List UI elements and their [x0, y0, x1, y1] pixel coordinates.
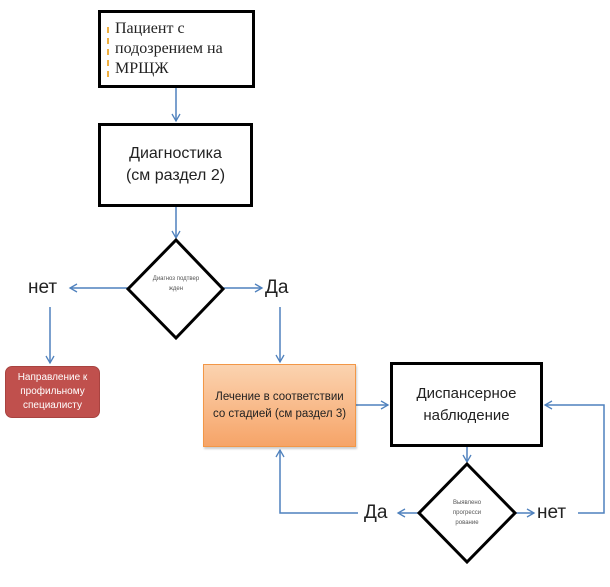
arrow-yes2-to-treatment: [275, 448, 358, 514]
arrow-no2-to-followup: [543, 400, 605, 514]
label-yes-1: Да: [265, 277, 289, 298]
node-referral: Направление к профильному специалисту: [5, 366, 100, 418]
decision-diamond-progression: [416, 461, 518, 565]
label-no-1: нет: [28, 277, 58, 298]
margin-mark: [107, 27, 111, 77]
node-diagnostics: Диагностика (см раздел 2): [98, 123, 253, 207]
node-treatment: Лечение в соответствии со стадией (см ра…: [203, 364, 356, 447]
label-yes-2: Да: [364, 502, 388, 523]
label-no-2: нет: [537, 502, 567, 523]
node-followup: Диспансерное наблюдение: [390, 362, 543, 447]
node-patient: Пациент с подозрением на МРЩЖ: [98, 10, 255, 88]
decision-progression-text: Выявлено прогресси рование: [452, 500, 482, 526]
decision-diamond-confirmed: [125, 237, 226, 341]
decision-confirmed-text: Диагноз подтвер жден: [152, 276, 200, 292]
